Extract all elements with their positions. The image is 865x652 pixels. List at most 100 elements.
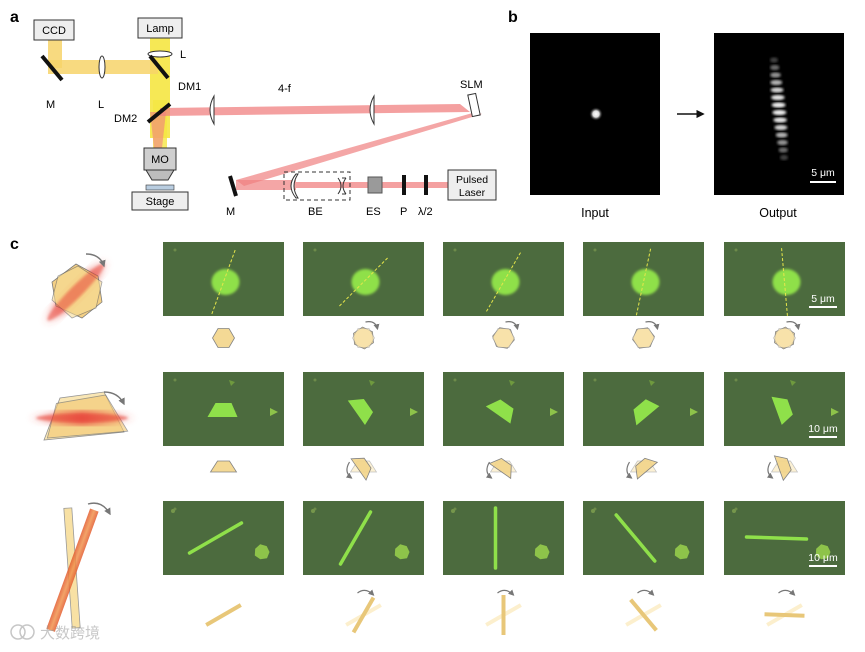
second-flake [394,544,410,560]
output-fringe [771,94,785,101]
lens-top [147,50,173,58]
nanowire [744,535,809,541]
second-flake [815,544,831,560]
laser-beam-bottom [236,180,296,190]
rotation-arrow-icon [505,321,520,331]
second-flake [831,408,839,416]
scale-label: 10 μm [808,423,838,435]
nanowire [338,510,373,566]
be-lens-1 [290,173,299,199]
debris-speck [790,380,796,386]
micrograph-cell [583,372,704,480]
debris-speck [509,380,515,386]
debris-speck [311,509,315,513]
laser-beam-diagonal [236,112,482,186]
polarizer [402,175,406,195]
row3-schematic [46,502,111,632]
micrograph-cell [443,372,564,480]
lamp-label: Lamp [146,23,174,35]
crystal-icon [209,460,238,473]
debris-speck [173,248,177,252]
micrograph-grid: 5 μm 10 μm 10 μm [163,242,845,635]
crystal-icon-ghost [352,328,375,348]
dm2-mirror [146,102,172,124]
sample-slide [145,184,175,191]
micrograph-cell [443,242,564,349]
debris-speck [313,248,317,252]
micrograph-cell [583,242,704,349]
crystal-icon [212,328,235,348]
output-fringe [780,154,788,161]
micrograph-image [583,501,704,575]
panel-label-b: b [508,9,518,26]
laser-box [447,169,497,201]
debris-speck [453,378,457,382]
crystal-icon [350,457,372,481]
debris-speck [313,378,317,382]
dm1-mirror [148,54,170,80]
watermark: 大数跨境 [10,624,100,642]
flake-trapezoid [485,399,514,424]
lamp-box [137,17,183,39]
second-flake [674,544,690,560]
flake-trapezoid [633,399,660,426]
ccd-box [33,19,75,41]
debris-speck [451,509,455,513]
output-fringe [775,132,788,138]
micrograph-image [303,501,424,575]
mirror-left [40,54,64,82]
four-f-label: 4-f [278,83,292,95]
beam-expander-box [283,171,351,201]
input-beam-spot [589,107,603,121]
input-label: Input [581,206,609,220]
nanowire [614,513,657,563]
objective-tip [145,169,175,181]
mirror-left-label: M [46,99,55,111]
watermark-text: 大数跨境 [40,624,100,642]
output-fringe [777,139,788,146]
rotation-arrow-icon [345,461,353,479]
output-fringe [770,87,784,93]
scale-label: 5 μm [811,293,835,305]
row1-schematic [42,253,110,326]
output-fringe [778,147,788,153]
second-flake [534,544,550,560]
output-fringe [770,72,781,78]
lens-top-label: L [180,49,186,61]
laser-label-line2: Laser [459,187,486,199]
flake-trapezoid [207,403,238,417]
output-fringe [774,124,788,131]
row2-schematic [28,391,136,441]
dm1-label: DM1 [178,81,201,93]
micrograph-cell [163,501,284,627]
output-beam-pattern [770,57,788,161]
crystal-icon [764,612,805,618]
debris-speck [229,380,235,386]
es-label: ES [366,206,381,218]
output-fringe [770,79,783,86]
half-wave-plate [424,175,428,195]
4f-lens-2 [369,94,375,126]
panel-label-c: c [10,236,19,253]
ccd-label: CCD [42,25,66,37]
laser-axis-line [211,249,236,315]
flake-hexagon [211,269,240,295]
micrograph-cell [303,501,424,634]
output-fringe [770,57,778,63]
debris-speck [591,509,595,513]
scale-label: 10 μm [808,552,838,564]
be-label: BE [308,206,323,218]
debris-speck [369,380,375,386]
micrograph-cell [583,501,704,632]
output-label: Output [759,206,797,220]
debris-speck [171,509,175,513]
nanowire [187,521,244,555]
lens-left [98,55,106,79]
electronic-shutter [367,176,383,194]
micrograph-cell: 5 μm [724,242,845,350]
output-fringe [771,102,786,108]
debris-speck [734,378,738,382]
panel-label-a: a [10,9,19,26]
mirror-bottom-label: M [226,206,235,218]
